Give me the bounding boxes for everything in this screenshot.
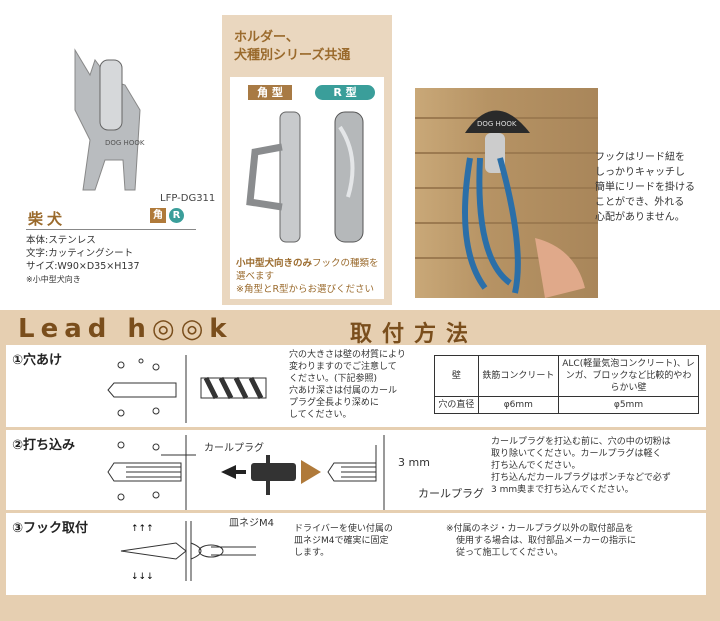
- spec-size: サイズ:W90×D35×H137: [26, 261, 140, 272]
- plug-label-2: カールプラグ: [418, 487, 484, 500]
- step-plug: ②打ち込み カールプラグ 3 mm カールプラグ カールプラグを打込む前に、穴の…: [6, 430, 706, 510]
- spec-note: ※小中型犬向き: [26, 275, 81, 284]
- model-number: LFP-DG311: [160, 193, 216, 204]
- holder-panel: ホルダー、 犬種別シリーズ共通 角 型 R 型 小中型犬向きのみフックの種類を選…: [222, 15, 392, 305]
- step-title: ①穴あけ: [12, 353, 63, 368]
- plug-text: 打ち込んでください。: [491, 461, 581, 471]
- holder-note-bold: 小中型犬向きのみ: [236, 258, 313, 269]
- photo-label: DOG HOOK: [477, 120, 517, 128]
- drill-text: ください。(下記参照): [289, 374, 378, 384]
- holder-note: フックの種類を選べます: [236, 258, 379, 282]
- shiba-dog-hook-image: DOG HOOK: [74, 48, 145, 191]
- divider: [26, 229, 196, 230]
- spec-material: 本体:ステンレス: [26, 235, 96, 246]
- table-header: 壁: [434, 355, 479, 397]
- plug-diagram: [107, 435, 385, 510]
- svg-text:↓↓↓: ↓↓↓: [131, 572, 154, 581]
- holder-title-1: ホルダー、: [234, 30, 299, 45]
- plug-text: 3 mm奥まで打ち込んでください。: [491, 485, 634, 495]
- holder-note-2: ※角型とR型からお選びください: [236, 284, 375, 295]
- round-type-badge: R: [169, 208, 184, 223]
- caption-line: しっかりキャッチし: [595, 167, 685, 178]
- plug-text: カールプラグを打込む前に、穴の中の切粉は: [491, 437, 671, 447]
- screw-diagram: ↑↑↑ ↓↓↓: [120, 521, 256, 581]
- drilling-diagram: [107, 355, 267, 423]
- usage-photo: DOG HOOK: [415, 88, 598, 298]
- caption-line: 簡単にリードを掛ける: [595, 182, 695, 193]
- step-title: ②打ち込み: [12, 438, 76, 453]
- square-type-badge: 角: [150, 208, 166, 223]
- mount-note: 従って施工してください。: [456, 548, 564, 558]
- table-header: ALC(軽量気泡コンクリート)、レンガ、ブロックなど比較的やわらかい壁: [558, 355, 699, 397]
- table-cell: φ6mm: [477, 396, 560, 414]
- drill-text: 変わりますのでご注意して: [289, 362, 397, 372]
- table-cell: 穴の直径: [434, 396, 479, 414]
- mount-text: ドライバーを使い付属の: [294, 524, 393, 534]
- dog-hook-label: DOG HOOK: [105, 139, 145, 147]
- mount-note: ※付属のネジ・カールプラグ以外の取付部品を: [446, 524, 634, 534]
- drill-text: してください。: [289, 410, 352, 420]
- installation-panel: Lead h◎◎k 取付方法 ①穴あけ 穴の大きさは壁の材質により 変わりますの…: [0, 310, 720, 621]
- mount-text: 皿ネジM4で確実に固定: [294, 536, 389, 546]
- table-header: 鉄筋コンクリート: [477, 355, 560, 397]
- product-name: 柴犬: [28, 210, 67, 228]
- holder-title-2: 犬種別シリーズ共通: [234, 48, 351, 63]
- mount-note: 使用する場合は、取付部品メーカーの指示に: [456, 536, 637, 546]
- lead-hook-heading: Lead h◎◎k: [18, 314, 233, 344]
- square-type-tag: 角 型: [248, 85, 292, 100]
- step-hook-mount: ③フック取付 ↑↑↑ ↓↓↓ 皿ネジM4 ドライバーを使い付属の 皿ネジM4で確実…: [6, 513, 706, 595]
- plug-text: 取り除いてください。カールプラグは軽く: [491, 449, 662, 459]
- hook-types-image: [246, 111, 364, 243]
- caption-line: フックはリード紐を: [595, 152, 685, 163]
- svg-text:↑↑↑: ↑↑↑: [131, 524, 154, 534]
- drill-text: プラグ全長より深めに: [289, 398, 379, 408]
- table-cell: φ5mm: [558, 396, 699, 414]
- depth-label: 3 mm: [398, 456, 430, 469]
- round-type-tag: R 型: [315, 85, 375, 100]
- spec-lettering: 文字:カッティングシート: [26, 248, 134, 259]
- drill-text: 穴あけ深さは付属のカール: [289, 386, 398, 396]
- step-drilling: ①穴あけ 穴の大きさは壁の材質により 変わりますのでご注意して ください。(下記…: [6, 345, 706, 427]
- plug-text: 打ち込んだカールプラグはポンチなどで必ず: [491, 473, 671, 483]
- mount-text: します。: [294, 548, 330, 558]
- install-heading: 取付方法: [350, 322, 479, 347]
- caption-line: ことができ、外れる: [595, 197, 685, 208]
- step-title: ③フック取付: [12, 521, 89, 536]
- plug-label: カールプラグ: [204, 443, 264, 454]
- screw-label: 皿ネジM4: [229, 518, 274, 529]
- drill-text: 穴の大きさは壁の材質により: [289, 350, 406, 360]
- caption-line: 心配がありません。: [595, 212, 685, 223]
